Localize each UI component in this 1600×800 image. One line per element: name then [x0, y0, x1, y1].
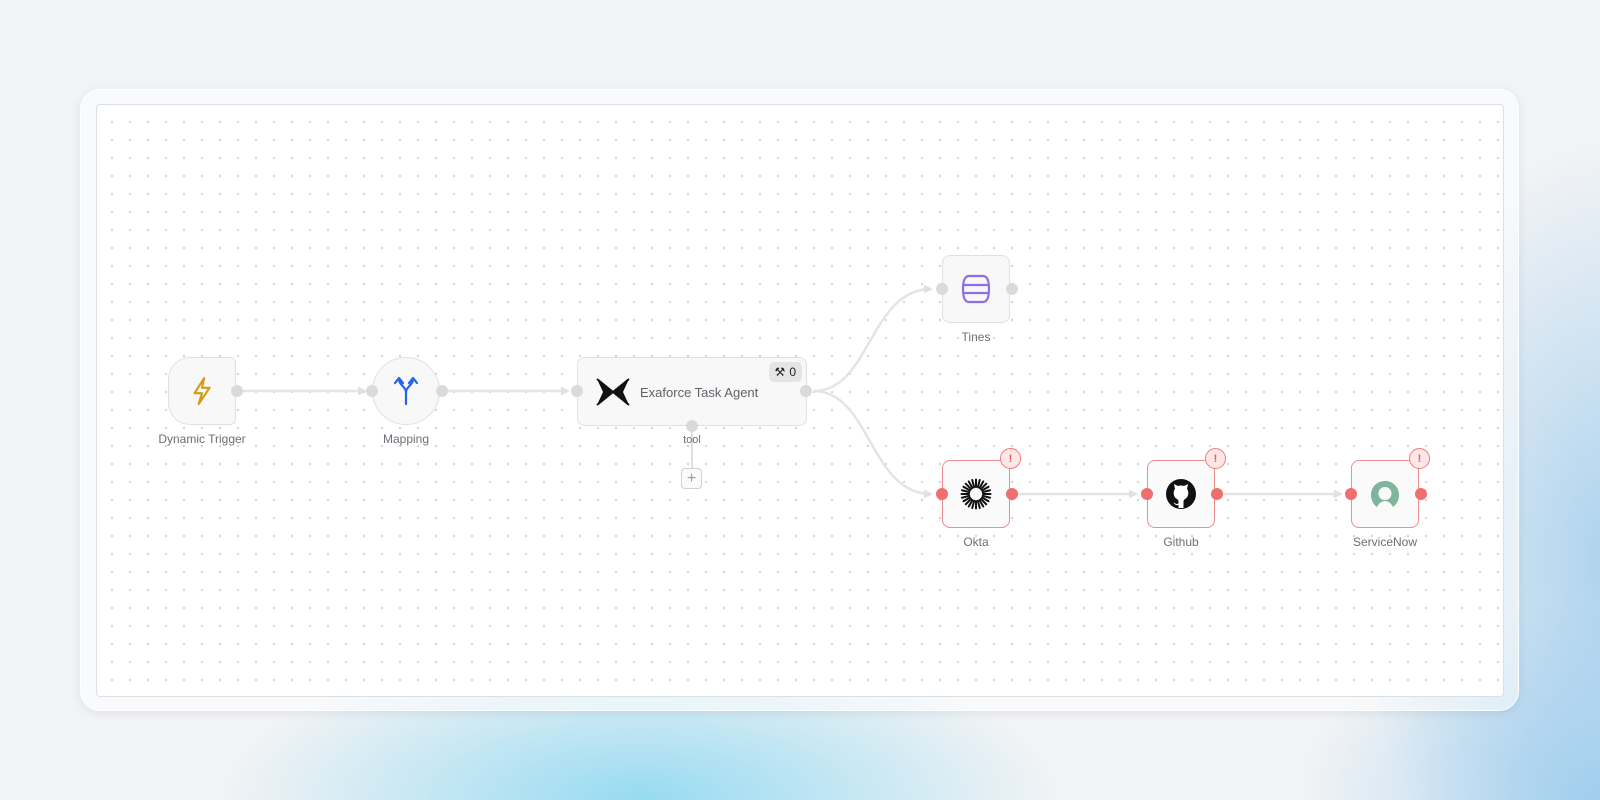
okta-input-port[interactable]: [936, 488, 948, 500]
node-label: Github: [1163, 535, 1199, 549]
node-label: Okta: [963, 535, 989, 549]
merge-arrows-icon: [393, 376, 419, 406]
node-label: ServiceNow: [1352, 535, 1418, 549]
tines-input-port[interactable]: [936, 283, 948, 295]
agent-input-port[interactable]: [571, 385, 583, 397]
github-logo-icon: [1166, 479, 1196, 509]
mapping-output-port[interactable]: [436, 385, 448, 397]
node-servicenow[interactable]: [1351, 460, 1419, 528]
node-dynamic-trigger[interactable]: [168, 357, 236, 425]
exaforce-logo-icon: [596, 378, 630, 406]
servicenow-input-port[interactable]: [1345, 488, 1357, 500]
node-label: Dynamic Trigger: [158, 432, 246, 446]
trigger-output-port[interactable]: [231, 385, 243, 397]
error-alert-icon[interactable]: !: [1000, 448, 1021, 469]
node-label: Tines: [961, 330, 991, 344]
node-mapping[interactable]: [372, 357, 440, 425]
node-tines[interactable]: [942, 255, 1010, 323]
error-alert-icon[interactable]: !: [1205, 448, 1226, 469]
node-label: Mapping: [382, 432, 430, 446]
workflow-canvas[interactable]: [96, 104, 1504, 697]
agent-tool-port[interactable]: [686, 420, 698, 432]
lightning-bolt-icon: [193, 377, 211, 405]
okta-logo-icon: [960, 478, 992, 510]
tines-output-port[interactable]: [1006, 283, 1018, 295]
mapping-input-port[interactable]: [366, 385, 378, 397]
tines-logo-icon: [961, 274, 991, 304]
okta-output-port[interactable]: [1006, 488, 1018, 500]
tools-count: 0: [789, 365, 796, 379]
agent-output-port[interactable]: [800, 385, 812, 397]
node-okta[interactable]: [942, 460, 1010, 528]
add-tool-button[interactable]: +: [681, 468, 702, 489]
servicenow-output-port[interactable]: [1415, 488, 1427, 500]
tools-count-badge[interactable]: ⚒ 0: [768, 362, 802, 382]
tool-port-label: tool: [683, 434, 701, 446]
node-exaforce-task-agent[interactable]: Exaforce Task Agent ⚒ 0: [577, 357, 807, 426]
github-input-port[interactable]: [1141, 488, 1153, 500]
github-output-port[interactable]: [1211, 488, 1223, 500]
servicenow-logo-icon: [1371, 481, 1399, 507]
agent-title: Exaforce Task Agent: [640, 385, 759, 400]
tools-icon: ⚒: [774, 365, 786, 379]
error-alert-icon[interactable]: !: [1409, 448, 1430, 469]
node-github[interactable]: [1147, 460, 1215, 528]
